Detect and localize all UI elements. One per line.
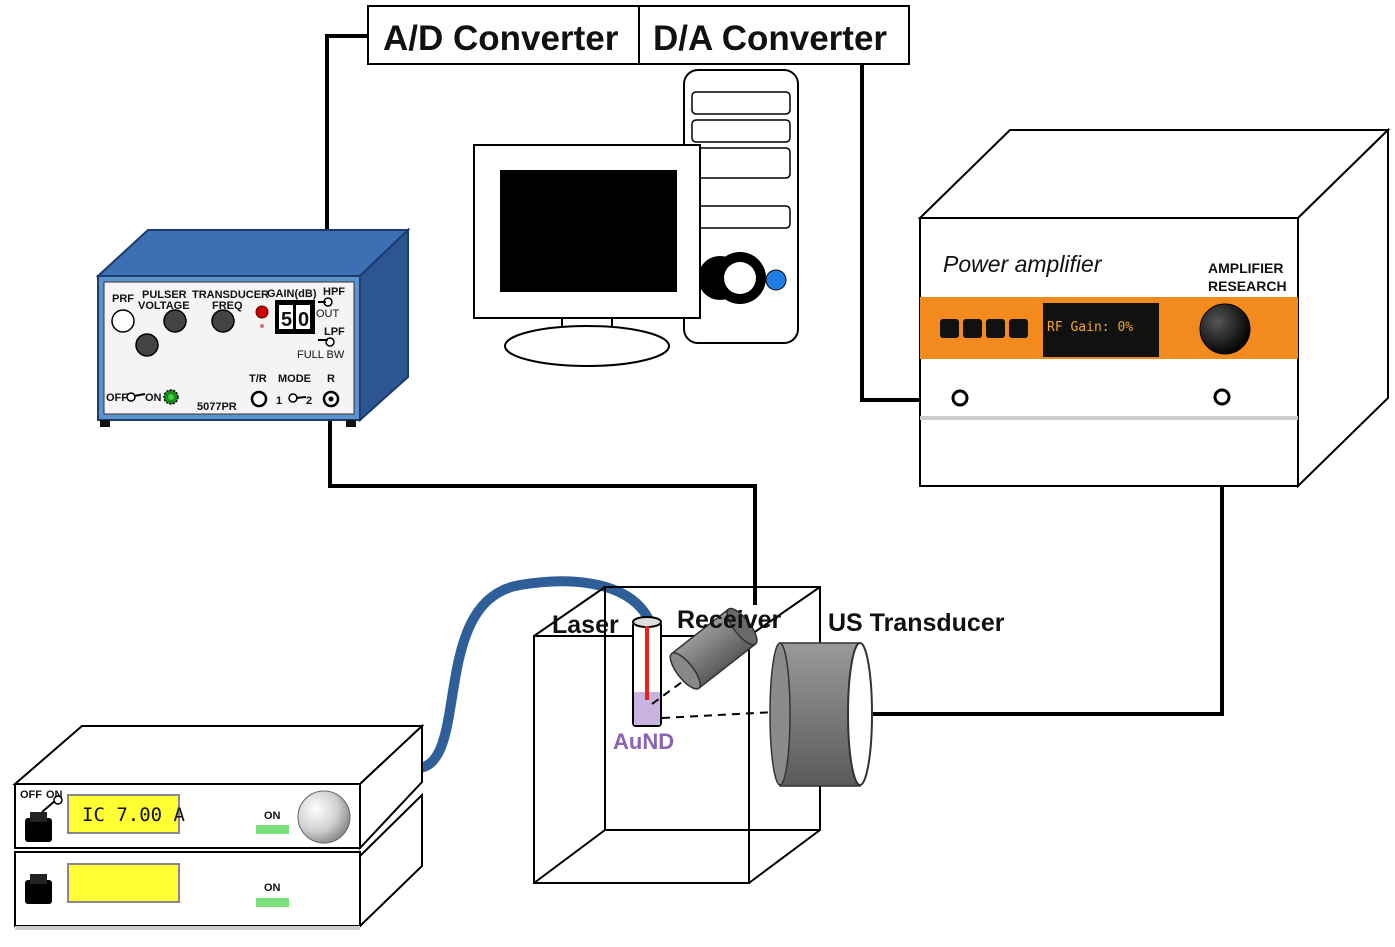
gain-selector[interactable]: 5 0 xyxy=(255,300,315,334)
laser-display-bottom xyxy=(67,863,180,903)
prf-label: PRF xyxy=(112,293,134,305)
mode-1-label: 1 xyxy=(276,395,282,407)
us-transducer xyxy=(769,642,873,787)
laser-on-indicator-bottom xyxy=(256,898,289,907)
aund-label: AuND xyxy=(613,729,674,754)
converter-box: A/D Converter D/A Converter xyxy=(367,5,910,65)
power-amplifier: Power amplifier AMPLIFIER RESEARCH RF Ga… xyxy=(917,127,1391,489)
laser-display-top xyxy=(67,794,180,834)
brand-label-2: RESEARCH xyxy=(1208,278,1287,294)
model-label: 5077PR xyxy=(197,401,237,413)
ad-converter-label: A/D Converter xyxy=(383,19,619,58)
amplifier-buttons[interactable] xyxy=(940,319,1028,338)
r-label: R xyxy=(327,373,335,385)
power-off-label: OFF xyxy=(106,392,128,404)
power-indicator-icon xyxy=(163,389,179,405)
computer xyxy=(473,69,799,367)
optical-fiber xyxy=(415,576,653,773)
full-bw-label: FULL BW xyxy=(297,349,345,361)
laser-driver: OFF ON IC 7.00 A ON ON xyxy=(12,723,425,930)
power-on-label: ON xyxy=(145,392,162,404)
tr-connector[interactable] xyxy=(250,390,268,408)
pulser-energy-knob[interactable] xyxy=(135,333,159,357)
pulser-voltage-label-1: PULSER xyxy=(142,289,187,301)
brand-label-1: AMPLIFIER xyxy=(1208,260,1283,276)
pulser-voltage-knob[interactable] xyxy=(163,309,187,333)
laser-display-text: IC 7.00 A xyxy=(82,804,186,826)
power-amplifier-title: Power amplifier xyxy=(943,251,1103,277)
mode-2-label: 2 xyxy=(306,395,312,407)
cable-pulser-to-ad xyxy=(325,34,368,230)
power-switch[interactable] xyxy=(126,392,136,402)
sample-cuvette xyxy=(632,616,662,727)
laser-label: Laser xyxy=(552,611,619,639)
gain-label: GAIN(dB) xyxy=(267,288,317,300)
lpf-label: LPF xyxy=(324,326,345,338)
amplifier-input-connector[interactable] xyxy=(951,389,969,407)
laser-on-indicator-label-bottom: ON xyxy=(264,882,281,894)
receiver-label: Receiver xyxy=(677,606,782,634)
amplifier-output-connector[interactable] xyxy=(1213,388,1231,406)
key-switch-icon[interactable] xyxy=(41,795,63,813)
us-transducer-label: US Transducer xyxy=(828,609,1005,637)
laser-off-label: OFF xyxy=(20,789,42,801)
prf-knob[interactable] xyxy=(111,309,135,333)
hpf-label: HPF xyxy=(323,286,345,298)
transducer-freq-label-1: TRANSDUCER xyxy=(192,289,269,301)
hpf-out-label: OUT xyxy=(316,308,340,320)
da-converter-label: D/A Converter xyxy=(653,19,887,58)
acoustic-paths xyxy=(651,675,776,719)
amplifier-gain-knob[interactable] xyxy=(1199,303,1251,355)
mode-label: MODE xyxy=(278,373,311,385)
laser-on-indicator-label-top: ON xyxy=(264,810,281,822)
laser-on-indicator-top xyxy=(256,825,289,834)
gain-digit-1: 5 xyxy=(281,309,292,331)
monitor-screen xyxy=(500,170,677,292)
transducer-freq-knob[interactable] xyxy=(211,309,235,333)
laser-power-button-top[interactable] xyxy=(25,818,52,842)
amplifier-display xyxy=(1043,303,1159,357)
receiver-hydrophone xyxy=(669,607,758,690)
tr-label: T/R xyxy=(249,373,267,385)
transducer-freq-label-2: FREQ xyxy=(212,300,243,312)
laser-power-button-bottom[interactable] xyxy=(25,880,52,904)
pulser-receiver-5077pr: PRF PULSER VOLTAGE TRANSDUCER FREQ GAIN(… xyxy=(95,227,411,427)
cable-amplifier-to-transducer xyxy=(862,398,1224,716)
gain-digit-2: 0 xyxy=(298,309,309,331)
mode-switch[interactable] xyxy=(288,393,298,403)
cable-pulser-to-receiver xyxy=(328,400,757,605)
laser-current-knob[interactable] xyxy=(297,790,351,844)
amplifier-display-text: RF Gain: 0% xyxy=(1047,320,1133,335)
pulser-voltage-label-2: VOLTAGE xyxy=(138,300,190,312)
